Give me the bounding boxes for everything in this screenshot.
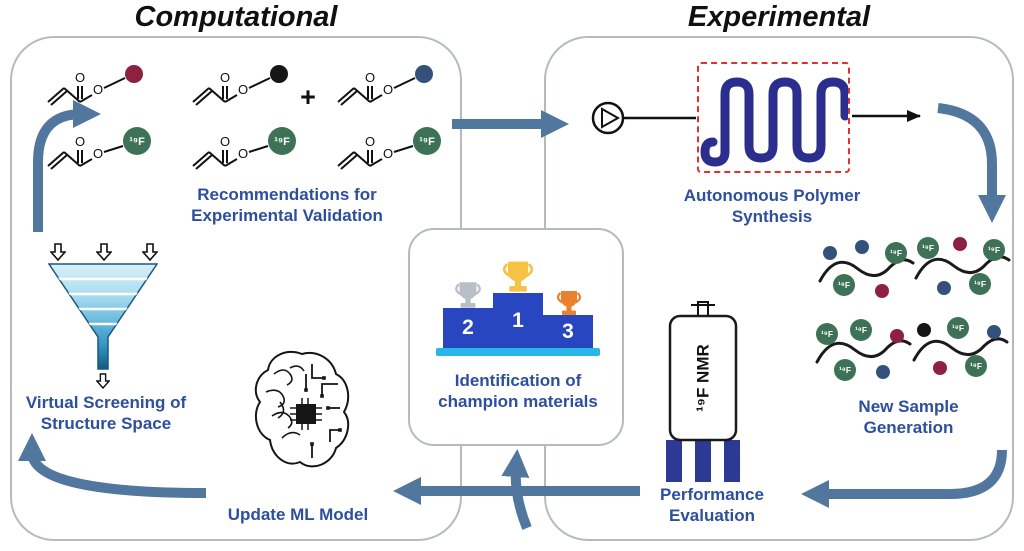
svg-text:O: O xyxy=(238,82,248,97)
polymer-sample-cluster: ¹⁹F ¹⁹F ¹⁹F xyxy=(813,318,913,396)
svg-text:¹⁹F: ¹⁹F xyxy=(839,365,851,375)
nmr-label: ¹⁹F NMR xyxy=(694,344,713,412)
acrylate-monomer: OO xyxy=(192,65,288,106)
acrylate-monomer: OO xyxy=(47,65,143,106)
champion-box: 2 1 3 Identification of champion materia… xyxy=(408,228,624,446)
update-ml-label: Update ML Model xyxy=(227,505,369,524)
down-arrow-icon xyxy=(50,243,66,261)
acrylate-monomer: OO ¹⁹F xyxy=(337,127,441,170)
champion-label: Identification of champion materials xyxy=(438,371,598,412)
acrylate-monomer: OO ¹⁹F xyxy=(47,127,151,170)
brain-circuit-icon xyxy=(254,351,350,468)
svg-text:¹⁹F: ¹⁹F xyxy=(988,245,1000,255)
podium-step-3: 3 xyxy=(543,315,593,348)
svg-text:¹⁹F: ¹⁹F xyxy=(855,325,867,335)
svg-text:O: O xyxy=(238,146,248,161)
serpentine-reactor-icon xyxy=(700,77,848,167)
svg-text:¹⁹F: ¹⁹F xyxy=(890,248,902,258)
svg-text:O: O xyxy=(383,82,393,97)
svg-text:O: O xyxy=(75,70,85,85)
experimental-title: Experimental xyxy=(687,1,871,33)
svg-text:¹⁹F: ¹⁹F xyxy=(974,279,986,289)
funnel-input-arrows xyxy=(50,243,158,261)
acrylate-monomer: OO ¹⁹F xyxy=(192,127,296,170)
svg-text:O: O xyxy=(365,70,375,85)
svg-text:¹⁹F: ¹⁹F xyxy=(970,361,982,371)
arrow-to-champion-box xyxy=(501,449,532,530)
polymer-chain: ¹⁹F ¹⁹F xyxy=(912,317,1009,377)
polymer-chain: ¹⁹F ¹⁹F ¹⁹F xyxy=(914,237,1011,295)
nmr-spectrometer-icon: ¹⁹F NMR xyxy=(666,301,740,482)
svg-text:¹⁹F: ¹⁹F xyxy=(129,136,145,148)
down-arrow-icon xyxy=(96,373,110,389)
svg-text:O: O xyxy=(365,134,375,149)
polymer-sample-cluster: ¹⁹F ¹⁹F xyxy=(816,237,916,315)
down-arrow-icon xyxy=(142,243,158,261)
synthesis-label: Autonomous Polymer Synthesis xyxy=(683,186,861,227)
svg-text:O: O xyxy=(75,134,85,149)
podium-step-2: 2 xyxy=(443,308,493,348)
svg-text:¹⁹F: ¹⁹F xyxy=(419,136,435,148)
svg-text:O: O xyxy=(93,146,103,161)
pump-icon xyxy=(591,101,625,135)
svg-text:¹⁹F: ¹⁹F xyxy=(838,280,850,290)
podium-rank: 2 xyxy=(462,316,474,339)
silver-trophy-icon xyxy=(455,282,481,308)
svg-text:O: O xyxy=(220,70,230,85)
polymer-sample-cluster: ¹⁹F ¹⁹F ¹⁹F xyxy=(912,234,1012,312)
computational-title: Computational xyxy=(134,1,338,33)
plus-sign: + xyxy=(300,82,316,112)
polymer-chain: ¹⁹F ¹⁹F ¹⁹F xyxy=(815,319,912,381)
acrylate-monomer: OO xyxy=(337,65,433,106)
podium-step-1: 1 xyxy=(493,293,543,348)
svg-text:¹⁹F: ¹⁹F xyxy=(821,329,833,339)
svg-text:O: O xyxy=(220,134,230,149)
svg-text:¹⁹F: ¹⁹F xyxy=(274,136,290,148)
svg-text:O: O xyxy=(383,146,393,161)
svg-text:¹⁹F: ¹⁹F xyxy=(952,323,964,333)
virtual-screening-label: Virtual Screening of Structure Space xyxy=(25,393,187,434)
podium-rank: 3 xyxy=(562,319,574,343)
bronze-trophy-icon xyxy=(556,291,582,315)
svg-text:O: O xyxy=(93,82,103,97)
performance-label: Performance Evaluation xyxy=(660,485,764,526)
polymer-sample-cluster: ¹⁹F ¹⁹F xyxy=(910,316,1010,394)
screening-funnel-icon xyxy=(48,263,158,370)
new-sample-label: New Sample Generation xyxy=(858,397,959,438)
svg-text:¹⁹F: ¹⁹F xyxy=(922,243,934,253)
recommendations-label: Recommendations for Experimental Validat… xyxy=(191,185,383,226)
podium-rank: 1 xyxy=(512,308,524,332)
podium-base xyxy=(436,348,600,356)
polymer-chain: ¹⁹F ¹⁹F xyxy=(818,240,915,298)
down-arrow-icon xyxy=(96,243,112,261)
reactor-dashed-outline xyxy=(697,62,850,173)
gold-trophy-icon xyxy=(502,261,534,292)
